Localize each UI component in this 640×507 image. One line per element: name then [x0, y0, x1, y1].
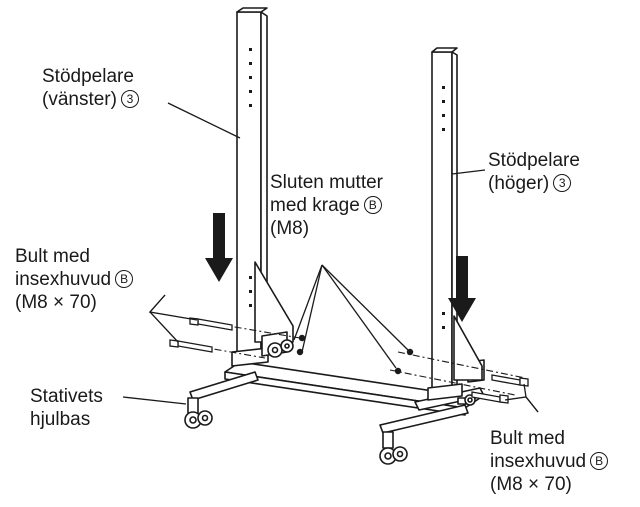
right-pillar-label: Stödpelare (höger)3	[488, 150, 580, 194]
right-support-pillar-drawing	[427, 47, 483, 401]
hex-bolt-drawings	[169, 317, 529, 404]
part-letter-badge: B	[115, 270, 134, 288]
left-support-pillar-drawing	[231, 7, 294, 367]
part-letter-badge: B	[363, 196, 382, 214]
cap-nut-dots	[296, 334, 414, 375]
part-number-badge: 3	[120, 90, 139, 108]
part-letter-badge: B	[590, 452, 609, 470]
down-arrow-icon	[205, 213, 476, 322]
caster-base-label: Stativets hjulbas	[30, 386, 103, 430]
part-number-badge: 3	[553, 174, 572, 192]
left-pillar-label: Stödpelare (vänster)3	[42, 65, 139, 111]
leader-lines	[122, 102, 539, 413]
caster-base-drawing	[184, 359, 485, 465]
pillar-mounting-holes	[249, 48, 445, 329]
